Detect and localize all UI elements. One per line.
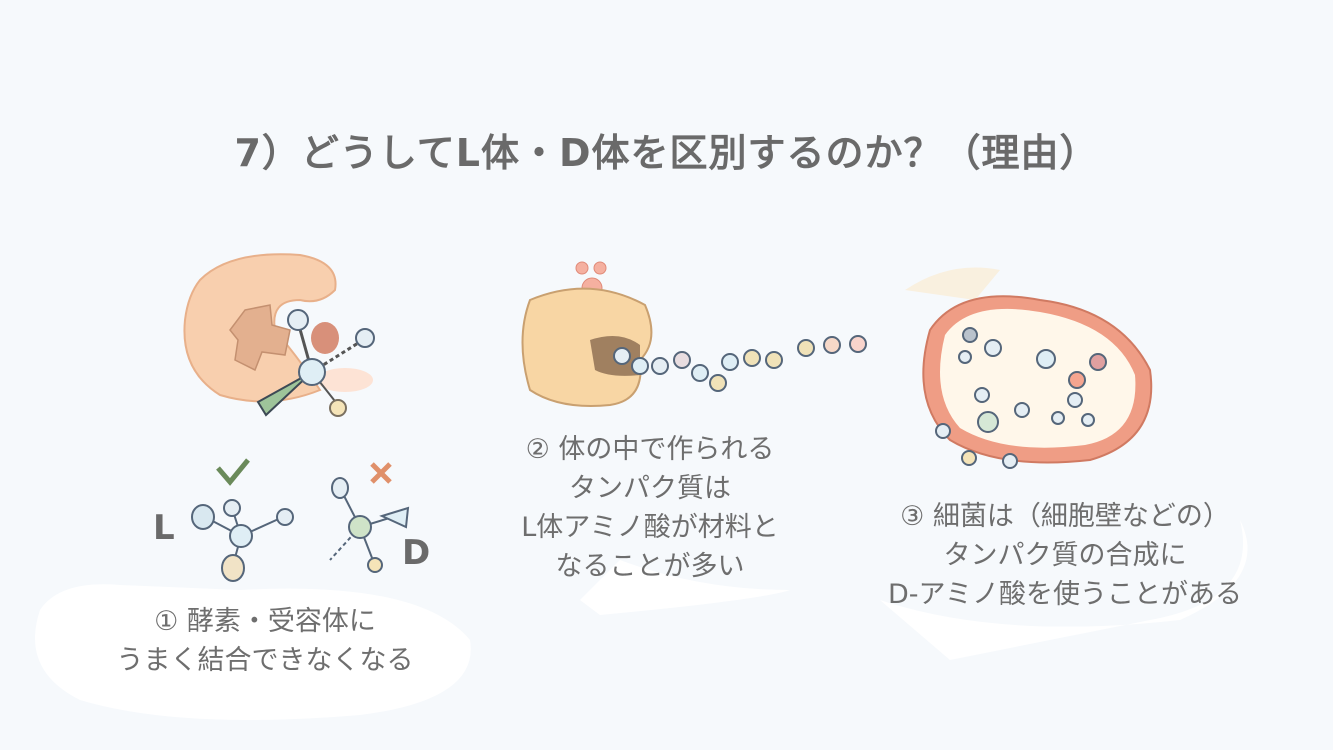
page-title: 7）どうしてL体・D体を区別するのか？（理由） — [234, 131, 1099, 175]
caption-1: ① 酵素・受容体に うまく結合できなくなる — [60, 602, 470, 680]
check-icon — [216, 458, 250, 486]
cross-icon — [370, 462, 392, 484]
label-l: L — [153, 508, 175, 548]
caption-1-line-1: ① 酵素・受容体に — [154, 606, 376, 637]
amino-acid-chain — [613, 335, 867, 392]
speech-bubble-1 — [35, 584, 471, 720]
caption-2-line-4: なることが多い — [555, 551, 745, 582]
caption-2: ② 体の中で作られる タンパク質は L体アミノ酸が材料と なることが多い — [470, 430, 830, 586]
l-molecule — [191, 499, 294, 582]
caption-3-line-1: ③ 細菌は（細胞壁などの） — [900, 501, 1230, 532]
caption-3-line-2: タンパク質の合成に — [943, 540, 1187, 571]
speech-bubble-2 — [580, 560, 790, 615]
ribosome-illustration — [521, 261, 653, 407]
d-molecule — [329, 477, 410, 573]
label-d: D — [402, 533, 431, 573]
caption-2-line-2: タンパク質は — [569, 473, 731, 504]
enzyme-illustration — [183, 253, 375, 417]
caption-3: ③ 細菌は（細胞壁などの） タンパク質の合成に D-アミノ酸を使うことがある — [830, 497, 1300, 614]
caption-2-line-1: ② 体の中で作られる — [525, 434, 775, 465]
bacterium-illustration — [905, 267, 1153, 469]
caption-3-line-3: D-アミノ酸を使うことがある — [888, 579, 1242, 610]
speech-bubble-3 — [880, 520, 1248, 660]
caption-1-line-2: うまく結合できなくなる — [116, 645, 414, 676]
caption-2-line-3: L体アミノ酸が材料と — [521, 512, 779, 543]
